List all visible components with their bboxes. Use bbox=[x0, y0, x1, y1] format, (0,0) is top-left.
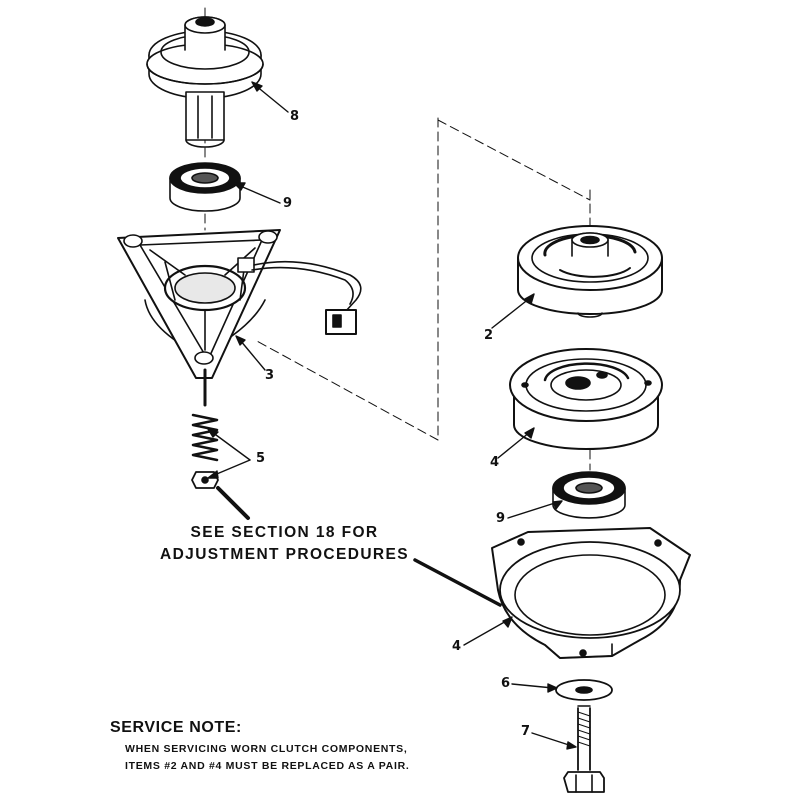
callout-4-upper: 4 bbox=[490, 455, 500, 470]
brake-cup-lower-part bbox=[491, 527, 691, 659]
adjustment-note-line-2: ADJUSTMENT PROCEDURES bbox=[160, 546, 410, 563]
housing-bracket-part bbox=[117, 229, 362, 407]
callout-7: 7 bbox=[521, 724, 531, 739]
washer-part bbox=[555, 679, 613, 701]
callout-9-upper: 9 bbox=[283, 196, 293, 211]
brake-plate-upper-part bbox=[509, 348, 663, 450]
callout-8: 8 bbox=[290, 109, 300, 124]
callout-5: 5 bbox=[256, 451, 266, 466]
adjustment-note-line-1: SEE SECTION 18 FOR bbox=[190, 524, 379, 541]
service-note-line-2: ITEMS #2 AND #4 MUST BE REPLACED AS A PA… bbox=[125, 760, 410, 772]
callout-3: 3 bbox=[265, 368, 275, 383]
bearing-lower-part bbox=[552, 471, 626, 519]
callout-9-lower: 9 bbox=[496, 511, 506, 526]
bolt-part bbox=[563, 705, 605, 793]
bearing-upper-part bbox=[169, 162, 241, 212]
pulley-part bbox=[146, 16, 264, 148]
leader-lines bbox=[207, 81, 577, 750]
callout-4-lower: 4 bbox=[452, 639, 462, 654]
callout-6: 6 bbox=[501, 676, 511, 691]
clutch-armature-part bbox=[517, 225, 663, 318]
service-note-title: SERVICE NOTE: bbox=[110, 719, 242, 736]
callout-2: 2 bbox=[484, 328, 494, 343]
service-note-line-1: WHEN SERVICING WORN CLUTCH COMPONENTS, bbox=[125, 743, 408, 755]
adjustment-note: SEE SECTION 18 FOR ADJUSTMENT PROCEDURES bbox=[160, 522, 409, 566]
